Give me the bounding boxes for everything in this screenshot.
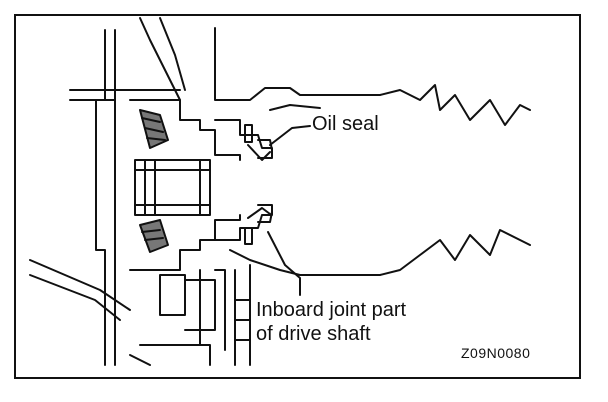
joint-housing-lower [229,229,531,366]
drive-shaft-spline [134,159,211,216]
figure-code: Z09N0080 [461,345,531,361]
oil-seal-label: Oil seal [312,113,379,135]
side-gear-lower [129,214,241,271]
inboard-joint-label-line1: Inboard joint part [256,299,407,321]
inboard-joint-label-line2: of drive shaft [256,323,371,345]
oil-seal-lower [214,204,273,245]
oil-seal-leader-line [269,125,311,146]
inboard-joint-leader-line [267,231,301,296]
figure-frame [14,14,581,379]
transmission-case [29,17,186,366]
side-gear-upper [129,99,241,161]
oil-seal-upper [214,119,273,161]
bearing-cap-lower [139,269,226,366]
joint-housing-upper [214,27,531,126]
inboard-joint-label: Inboard joint part of drive shaft [256,298,406,346]
